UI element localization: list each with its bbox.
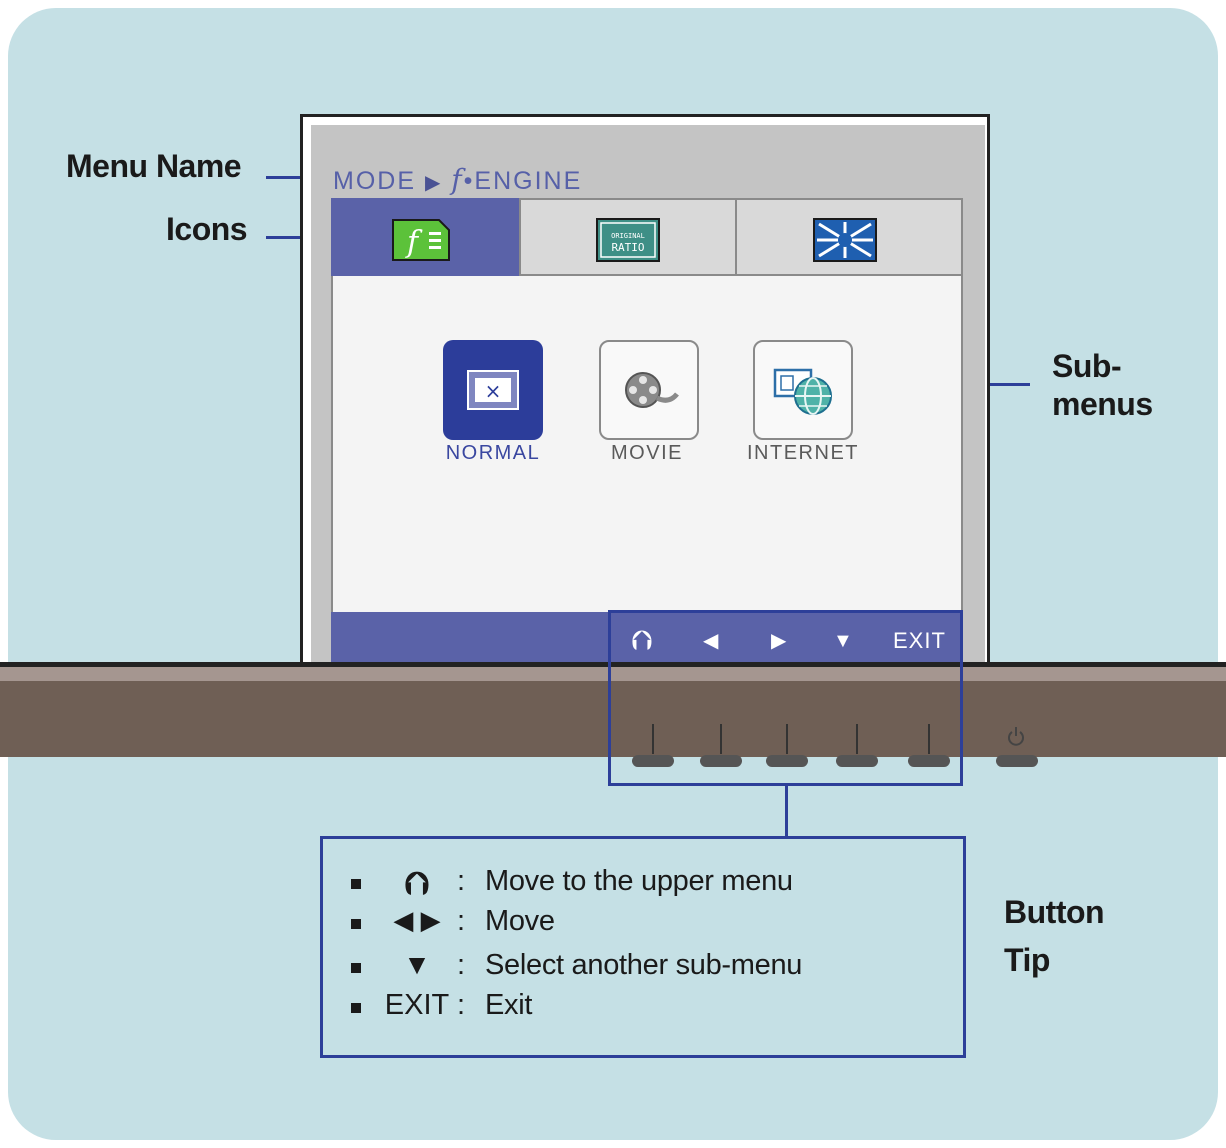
bezel-highlight xyxy=(0,667,1226,681)
original-ratio-icon: ORIGINAL RATIO xyxy=(596,218,660,262)
hw-button-stem xyxy=(720,724,722,754)
nav-down-icon[interactable]: ▼ xyxy=(833,630,853,652)
submenu-movie-button[interactable] xyxy=(599,340,699,440)
tab-f-engine[interactable]: f xyxy=(331,198,521,276)
normal-icon: × xyxy=(467,370,519,410)
f-engine-icon: f xyxy=(392,219,450,261)
hw-button-stem xyxy=(786,724,788,754)
globe-window-icon xyxy=(773,368,832,415)
hw-left-button[interactable] xyxy=(700,755,742,767)
callout-icons: Icons xyxy=(166,211,248,247)
tip-left-right-icon: ◀ ▶ xyxy=(393,905,441,935)
power-icon xyxy=(1008,727,1024,746)
tab-brightness[interactable] xyxy=(735,198,963,276)
nav-right-icon[interactable]: ▶ xyxy=(771,630,787,652)
leader-icons xyxy=(266,236,302,239)
hw-right-button[interactable] xyxy=(766,755,808,767)
callout-submenus-line2: menus xyxy=(1052,386,1153,422)
tip-description: Exit xyxy=(485,989,533,1021)
nav-left-icon[interactable]: ◀ xyxy=(703,630,719,652)
leader-button-tip xyxy=(785,786,788,836)
monitor-frame: MODE ▶ f•ENGINE f ORIGINAL RATIO xyxy=(300,114,990,676)
menu-name-suffix: •ENGINE xyxy=(463,167,583,195)
bullet xyxy=(351,963,361,973)
osd-screen: MODE ▶ f•ENGINE f ORIGINAL RATIO xyxy=(311,125,985,676)
tip-up-icon: ⮉ xyxy=(404,865,430,901)
menu-name-f: f xyxy=(451,163,464,196)
callout-submenus-line1: Sub- xyxy=(1052,348,1122,384)
film-reel-icon xyxy=(625,372,679,408)
hw-button-stem xyxy=(856,724,858,754)
svg-text:×: × xyxy=(485,379,502,403)
hw-button-stem xyxy=(652,724,654,754)
bullet xyxy=(351,919,361,929)
callout-button-tip-line2: Tip xyxy=(1004,942,1050,978)
menu-name-prefix: MODE xyxy=(333,167,416,195)
tip-colon: : xyxy=(457,905,466,937)
tip-exit-label: EXIT xyxy=(384,989,450,1021)
submenu-internet-label: INTERNET xyxy=(747,442,859,464)
callout-button-tip-line1: Button xyxy=(1004,894,1105,930)
bullet xyxy=(351,1003,361,1013)
tip-row-select: ▼ : Select another sub-menu xyxy=(323,949,969,989)
submenu-normal-button[interactable]: × xyxy=(443,340,543,440)
tip-row-move: ◀ ▶ : Move xyxy=(323,905,969,945)
brightness-burst-icon xyxy=(813,218,877,262)
tip-description: Move to the upper menu xyxy=(485,865,793,897)
tip-description: Move xyxy=(485,905,555,937)
leader-submenus xyxy=(990,383,1030,386)
bullet xyxy=(351,879,361,889)
tip-colon: : xyxy=(457,989,466,1021)
menu-name-arrow: ▶ xyxy=(424,172,443,194)
bezel-edge xyxy=(0,662,1226,667)
tip-description: Select another sub-menu xyxy=(485,949,803,981)
submenu-normal-label: NORMAL xyxy=(445,442,541,464)
button-tip-box: ⮉ : Move to the upper menu ◀ ▶ : Move ▼ … xyxy=(320,836,966,1058)
submenu-movie-label: MOVIE xyxy=(611,442,683,464)
leader-menu-name xyxy=(266,176,302,179)
hw-down-button[interactable] xyxy=(836,755,878,767)
submenu-internet-button[interactable] xyxy=(753,340,853,440)
osd-submenu-area: × NORMAL MOVIE xyxy=(331,276,963,612)
hw-up-button[interactable] xyxy=(632,755,674,767)
nav-exit-button[interactable]: EXIT xyxy=(893,628,946,653)
nav-up-icon[interactable]: ⮉ xyxy=(631,625,653,656)
hw-exit-button[interactable] xyxy=(908,755,950,767)
button-highlight-box xyxy=(608,610,963,786)
osd-icon-tabs: f ORIGINAL RATIO xyxy=(331,198,963,276)
tip-row-upper: ⮉ : Move to the upper menu xyxy=(323,865,969,905)
svg-text:RATIO: RATIO xyxy=(611,241,644,254)
osd-menu-name: MODE ▶ f•ENGINE xyxy=(333,163,582,196)
tip-down-icon: ▼ xyxy=(403,949,431,980)
svg-text:ORIGINAL: ORIGINAL xyxy=(611,232,645,240)
tab-original-ratio[interactable]: ORIGINAL RATIO xyxy=(519,198,737,276)
tip-colon: : xyxy=(457,949,466,981)
callout-menu-name: Menu Name xyxy=(66,148,242,184)
hw-power-button[interactable] xyxy=(996,755,1038,767)
tip-row-exit: EXIT : Exit xyxy=(323,989,969,1029)
hw-button-stem xyxy=(928,724,930,754)
tip-colon: : xyxy=(457,865,466,897)
